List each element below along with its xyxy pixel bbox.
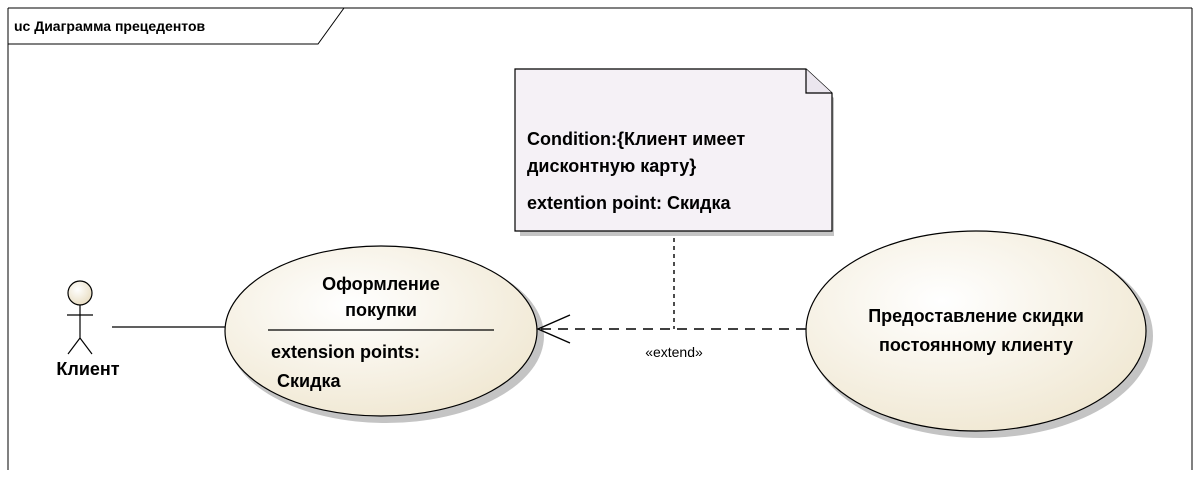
extension-point-discount: Скидка — [277, 371, 342, 391]
condition-note[interactable]: Condition:{Клиент имеет дисконтную карту… — [514, 68, 834, 236]
use-case-discount-shape — [805, 230, 1147, 432]
use-case-checkout-title-2: покупки — [345, 300, 417, 320]
frame-title: uc Диаграмма прецедентов — [14, 18, 206, 34]
extend-label: «extend» — [645, 344, 703, 360]
note-shape — [514, 68, 833, 232]
extend-relationship[interactable]: «extend» — [536, 314, 806, 360]
use-case-discount[interactable]: Предоставление скидки постоянному клиент… — [805, 230, 1153, 438]
extend-arrowhead — [536, 314, 571, 344]
use-case-checkout-title-1: Оформление — [322, 274, 440, 294]
actor-left-leg — [67, 337, 81, 355]
note-line-2: дисконтную карту} — [527, 156, 696, 176]
actor-head — [67, 280, 93, 306]
note-folded-corner — [805, 69, 832, 94]
note-line-3: extention point: Скидка — [527, 193, 731, 213]
diagram-frame: uc Диаграмма прецедентов — [7, 7, 1193, 470]
actor-right-leg — [79, 337, 93, 355]
note-line-1: Condition:{Клиент имеет — [527, 129, 745, 149]
use-case-discount-title-2: постоянному клиенту — [879, 335, 1073, 355]
use-case-checkout-shape — [224, 245, 538, 417]
frame-title-tab — [8, 7, 345, 45]
use-case-discount-title-1: Предоставление скидки — [868, 306, 1084, 326]
use-case-checkout[interactable]: Оформление покупки extension points: Ски… — [224, 245, 544, 423]
actor-client[interactable]: Клиент — [56, 280, 120, 379]
actor-name: Клиент — [56, 359, 119, 379]
extension-points-header: extension points: — [271, 342, 420, 362]
